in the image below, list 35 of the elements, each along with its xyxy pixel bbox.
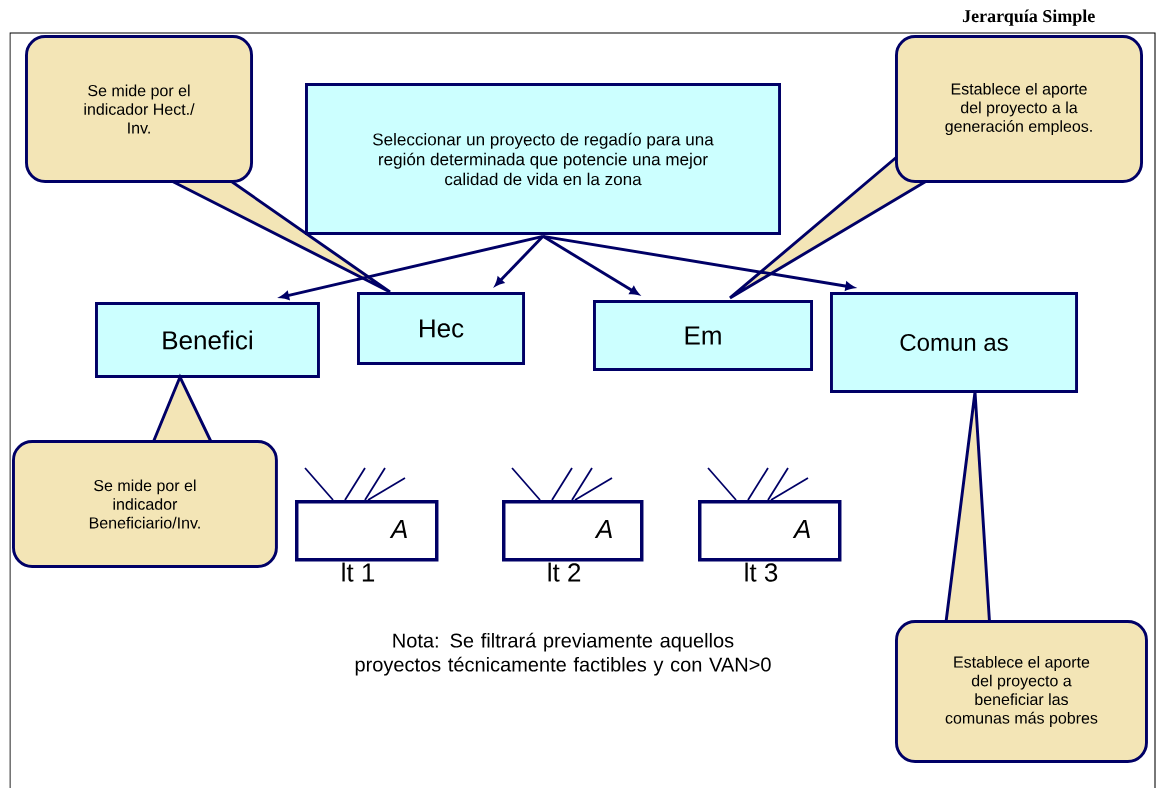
alternative-box: [295, 500, 439, 562]
connector-stub: [574, 477, 613, 501]
arrow: [280, 234, 544, 300]
criterion-box: Hec: [357, 292, 525, 365]
arrow: [542, 235, 639, 295]
criterion-box: Benefici: [95, 302, 320, 378]
connector-stub: [747, 467, 769, 501]
goal-box: Seleccionar un proyecto de regadío para una región determinada que potencie una mejor calidad de vida en la zona: [305, 83, 781, 235]
letter: A: [389, 520, 407, 538]
connector-stub: [551, 467, 573, 501]
alternative-label: lt 2: [548, 562, 581, 582]
connector-stub: [364, 467, 386, 501]
letter: A: [792, 520, 810, 538]
alternative-box: [698, 500, 842, 562]
connector-stub: [707, 467, 737, 501]
connector-stub: [367, 477, 406, 501]
callout-bubble: Se mide por el indicador Hect./ Inv.: [25, 35, 253, 183]
connector-stub: [770, 477, 809, 501]
letter: A: [594, 520, 612, 538]
arrow: [494, 235, 545, 287]
connector-stub: [767, 467, 789, 501]
alternative-box: [502, 500, 644, 562]
connector-stub: [304, 467, 334, 501]
criterion-box: Comun as: [830, 292, 1078, 393]
connector-stub: [511, 467, 541, 501]
callout-bubble: Establece el aporte del proyecto a la generación empleos.: [895, 35, 1143, 183]
connector-stub: [571, 467, 593, 501]
title: Jerarquía Simple: [962, 9, 1095, 26]
alternative-label: lt 1: [342, 562, 375, 582]
callout-bubble: Establece el aporte del proyecto a beneficiar las comunas más pobres: [895, 620, 1148, 763]
criterion-box: Em: [593, 300, 813, 371]
note: Nota: Se filtrará previamente aquellos proyectos técnicamente factibles y con VAN>0: [355, 632, 771, 676]
alternative-label: lt 3: [745, 562, 778, 582]
arrow: [542, 234, 855, 291]
connector-stub: [344, 467, 366, 501]
